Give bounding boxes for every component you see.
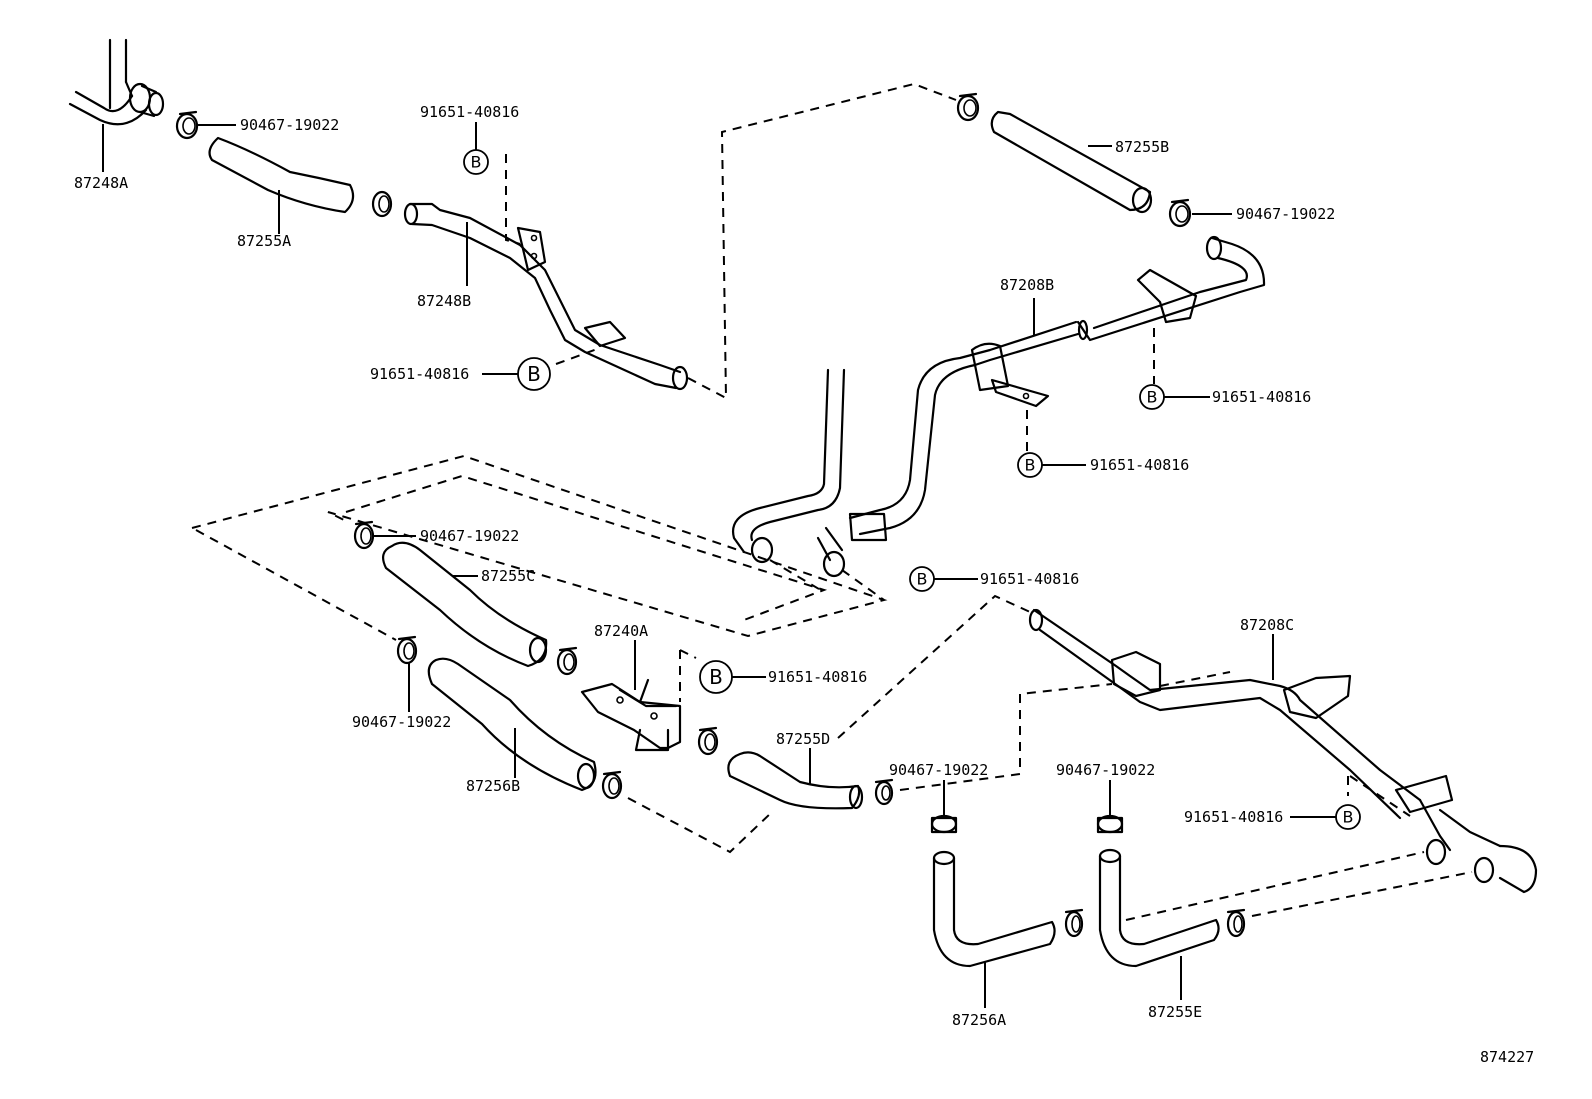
hose-clip [1064, 908, 1084, 938]
illustration-number: 874227 [1480, 1048, 1534, 1066]
bolt-label: 91651-40816 [980, 570, 1079, 588]
clip-label: 90467-19022 [1236, 205, 1335, 223]
part-label-87248B: 87248B [417, 292, 471, 310]
bolt-marker: B [909, 566, 978, 592]
clip-label: 90467-19022 [889, 761, 988, 779]
bolt-label: 91651-40816 [1212, 388, 1311, 406]
clip-label: 90467-19022 [420, 527, 519, 545]
part-label-87240A: 87240A [594, 622, 648, 640]
hose-87256B [427, 657, 597, 792]
part-label-87256B: 87256B [466, 777, 520, 795]
clip-label: 90467-19022 [352, 713, 451, 731]
bolt-label: 91651-40816 [370, 365, 469, 383]
hose-87255D [727, 748, 864, 810]
svg-text:B: B [709, 665, 723, 689]
clip-label: 90467-19022 [1056, 761, 1155, 779]
hose-clip [601, 770, 623, 800]
bolt-marker: B [699, 660, 766, 694]
bolt-marker: B [1290, 804, 1361, 830]
hose-87255C [381, 541, 548, 668]
svg-text:B: B [527, 362, 541, 386]
hose-clip [1168, 198, 1232, 228]
bolt-label: 91651-40816 [420, 103, 519, 121]
pipe-87248A [68, 38, 165, 172]
bolt-marker: B [463, 122, 489, 175]
svg-text:B: B [1147, 388, 1158, 407]
hose-87255B [990, 110, 1153, 214]
bolt-label: 91651-40816 [768, 668, 867, 686]
svg-text:B: B [471, 153, 482, 172]
hose-clip [175, 110, 236, 140]
pipe-87248B [403, 202, 689, 391]
pipe-87208B [848, 235, 1266, 536]
bolt-marker: B [1139, 384, 1210, 410]
part-label-87248A: 87248A [74, 174, 128, 192]
svg-text:B: B [1025, 456, 1036, 475]
elbow-hose-87256A [932, 850, 1056, 1008]
hose-clip [697, 726, 719, 756]
hose-clip [930, 780, 958, 834]
svg-text:B: B [917, 570, 928, 589]
part-label-87255E: 87255E [1148, 1003, 1202, 1021]
pipe-87208C [1028, 608, 1538, 894]
svg-text:B: B [1343, 808, 1354, 827]
hose-clip [1096, 780, 1124, 834]
hose-clip [371, 190, 393, 218]
part-label-87255C: 87255C [481, 567, 535, 585]
bolt-marker: B [482, 357, 551, 391]
elbow-hose-87255E [1098, 848, 1220, 1000]
clip-label: 90467-19022 [240, 116, 339, 134]
hose-clip [956, 92, 980, 122]
part-label-87208C: 87208C [1240, 616, 1294, 634]
part-label-87208B: 87208B [1000, 276, 1054, 294]
hose-clip [874, 778, 894, 806]
part-label-87255B: 87255B [1115, 138, 1169, 156]
bolt-label: 91651-40816 [1090, 456, 1189, 474]
hose-clip [1226, 908, 1246, 938]
part-label-87256A: 87256A [952, 1011, 1006, 1029]
part-label-87255A: 87255A [237, 232, 291, 250]
water-valve-87240A [580, 640, 697, 752]
hose-clip [556, 646, 578, 676]
bolt-marker: B [1017, 452, 1086, 478]
connection-lines [191, 82, 1473, 921]
hose-87255A [208, 136, 355, 234]
part-label-87255D: 87255D [776, 730, 830, 748]
pipe-connector-center [731, 368, 888, 578]
hose-clip [396, 635, 418, 712]
bolt-label: 91651-40816 [1184, 808, 1283, 826]
